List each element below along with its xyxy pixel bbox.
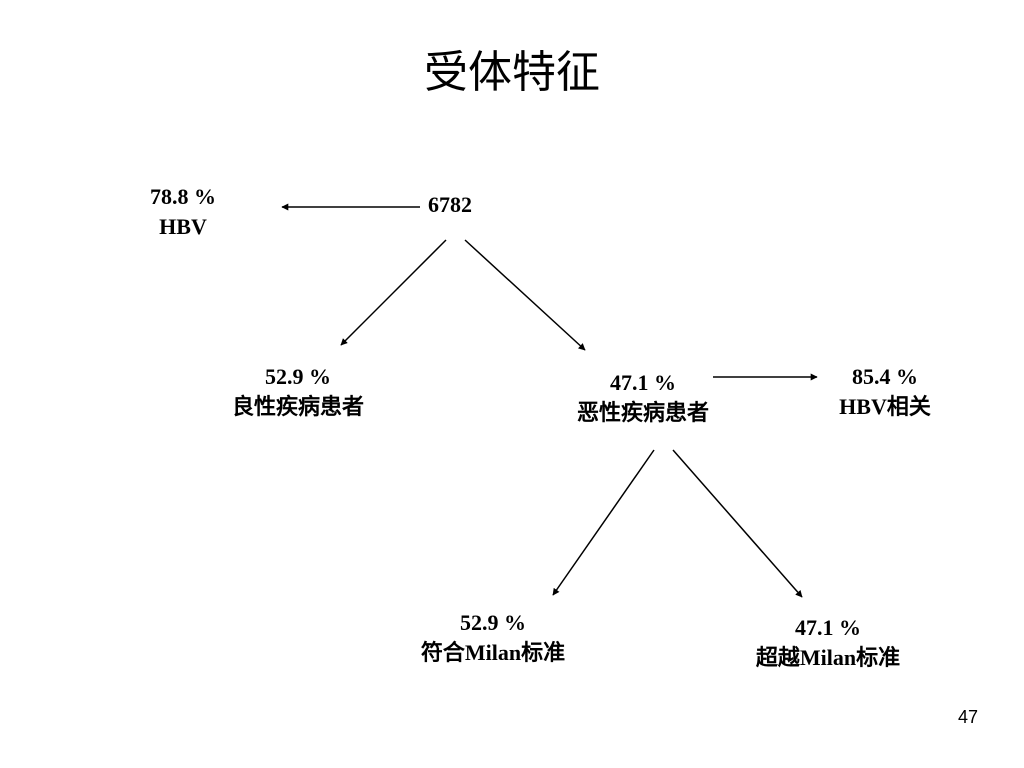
arrow-root-to-benign	[340, 239, 447, 346]
benign-percent: 52.9 %	[265, 364, 331, 389]
node-malignant: 47.1 % 恶性疾病患者	[543, 368, 743, 428]
node-benign: 52.9 % 良性疾病患者	[198, 362, 398, 422]
node-malignant-hbv-related: 85.4 % HBV相关	[795, 362, 975, 422]
root-value: 6782	[428, 192, 472, 217]
node-root-total: 6782	[390, 190, 510, 220]
malignant-percent: 47.1 %	[610, 370, 676, 395]
slide-title: 受体特征	[424, 47, 600, 98]
within-milan-label: 符合Milan标准	[420, 640, 566, 665]
malignant-hbv-label: HBV相关	[839, 394, 931, 419]
within-milan-percent: 52.9 %	[460, 610, 526, 635]
node-beyond-milan: 47.1 % 超越Milan标准	[718, 613, 938, 673]
page-number: 47	[957, 707, 978, 727]
arrow-root-to-malignant	[464, 239, 586, 351]
node-hbv: 78.8 % HBV	[108, 182, 258, 242]
node-within-milan: 52.9 % 符合Milan标准	[383, 608, 603, 668]
beyond-milan-percent: 47.1 %	[795, 615, 861, 640]
hbv-label: HBV	[159, 214, 207, 239]
malignant-hbv-percent: 85.4 %	[852, 364, 918, 389]
benign-label: 良性疾病患者	[231, 394, 364, 419]
arrow-malignant-to-within-milan	[552, 449, 655, 596]
malignant-label: 恶性疾病患者	[576, 400, 709, 425]
hbv-percent: 78.8 %	[150, 184, 216, 209]
arrow-malignant-to-beyond-milan	[672, 449, 803, 598]
beyond-milan-label: 超越Milan标准	[755, 645, 901, 670]
